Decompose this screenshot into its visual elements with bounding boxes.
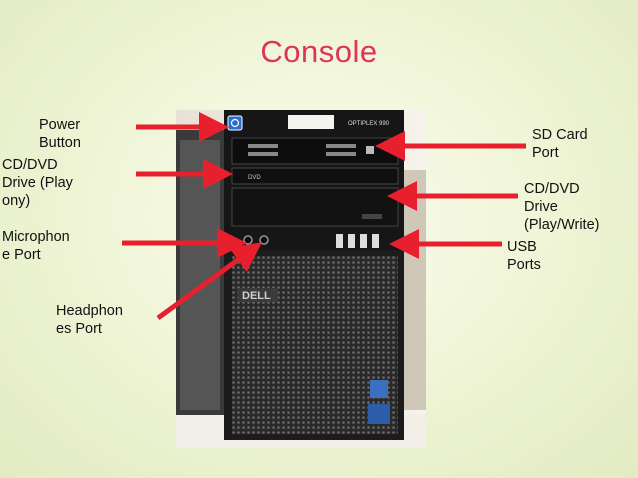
label-sd-card-port: SD Card Port [532,127,588,161]
label-cd-dvd-play-only: CD/DVD Drive (Play ony) [2,157,73,209]
label-microphone-port: Microphon e Port [2,229,70,263]
slide-title: Console [260,34,378,69]
dvd-drive-write [231,187,399,227]
usb-port [336,234,343,248]
label-cd-dvd-play-write: CD/DVD Drive (Play/Write) [524,181,600,233]
usb-port [360,234,367,248]
windows-sticker [370,380,388,398]
headphone-port [259,235,269,245]
dell-logo: DELL [242,290,271,302]
label-usb-ports: USB Ports [507,239,541,273]
arrow-headphones [156,242,263,321]
dvd-logo: DVD [248,175,261,181]
service-tag-sticker [288,115,334,129]
label-headphones-port: Headphon es Port [56,303,123,337]
label-power-button: Power Button [39,117,81,151]
model-text: OPTIPLEX 990 [348,121,390,127]
intel-sticker [368,404,390,424]
usb-port [348,234,355,248]
usb-port [372,234,379,248]
